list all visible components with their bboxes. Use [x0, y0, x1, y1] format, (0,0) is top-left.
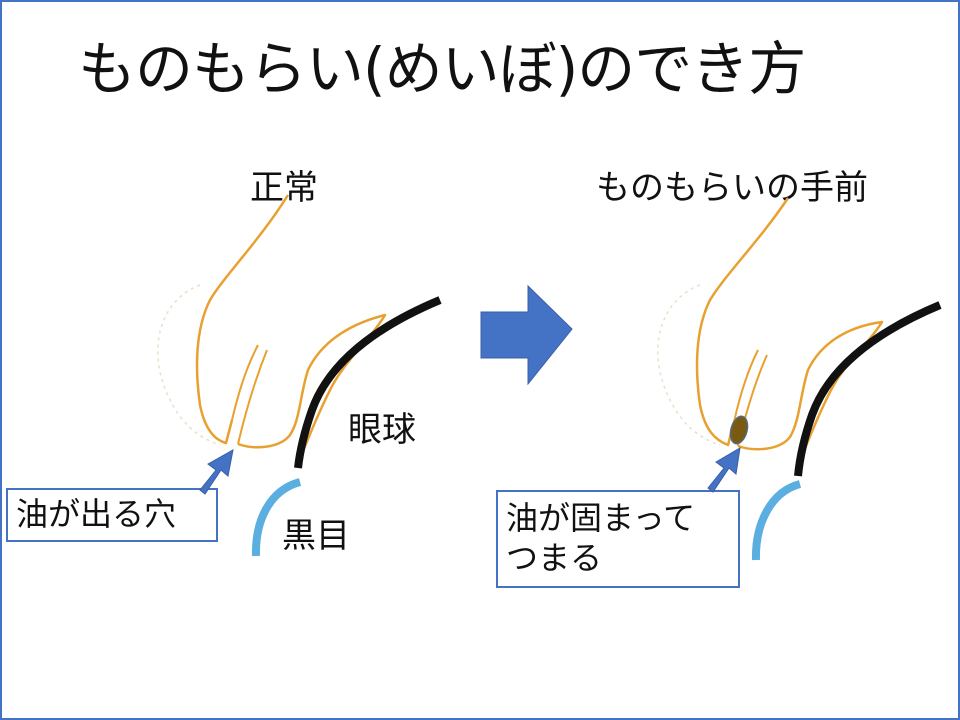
- callout-oil-clog-line1: 油が固まって: [506, 499, 696, 537]
- gland-duct-right: [237, 349, 268, 445]
- eyelid-faint-outline: [157, 284, 221, 446]
- eyelid-faint-outline: [657, 284, 721, 446]
- slide-title: ものもらい(めいぼ)のでき方: [78, 35, 806, 103]
- gland-duct-left: [733, 349, 759, 423]
- eyelid-outer-outline: [195, 194, 290, 445]
- label-cornea: 黒目: [282, 516, 350, 556]
- pointer-arrow-oil-clog: [707, 447, 741, 493]
- eyelid-inner-outline: [737, 320, 884, 461]
- callout-oil-clog: 油が固まって つまる: [496, 490, 740, 588]
- pointer-arrow-oil-hole: [199, 449, 234, 495]
- callout-oil-hole: 油が出る穴: [6, 488, 218, 542]
- eyelid-outer-outline: [695, 197, 790, 447]
- eyelid-inner-outline: [237, 313, 387, 459]
- callout-oil-clog-line2: つまる: [506, 539, 603, 577]
- cornea-line-normal: [251, 478, 302, 557]
- clogged-oil-plug: [729, 415, 749, 445]
- eyelid-normal: [157, 194, 387, 459]
- eyelid-before: [657, 197, 884, 461]
- heading-before-stye: ものもらいの手前: [596, 168, 868, 208]
- label-eyeball: 眼球: [348, 410, 416, 450]
- eyeball-line-before: [794, 301, 942, 477]
- cornea-line-before: [751, 480, 802, 561]
- right-arrow-icon: [480, 284, 573, 386]
- gland-duct-left: [231, 344, 259, 421]
- eyeball-line-normal: [294, 296, 442, 469]
- callout-oil-hole-text: 油が出る穴: [16, 495, 177, 533]
